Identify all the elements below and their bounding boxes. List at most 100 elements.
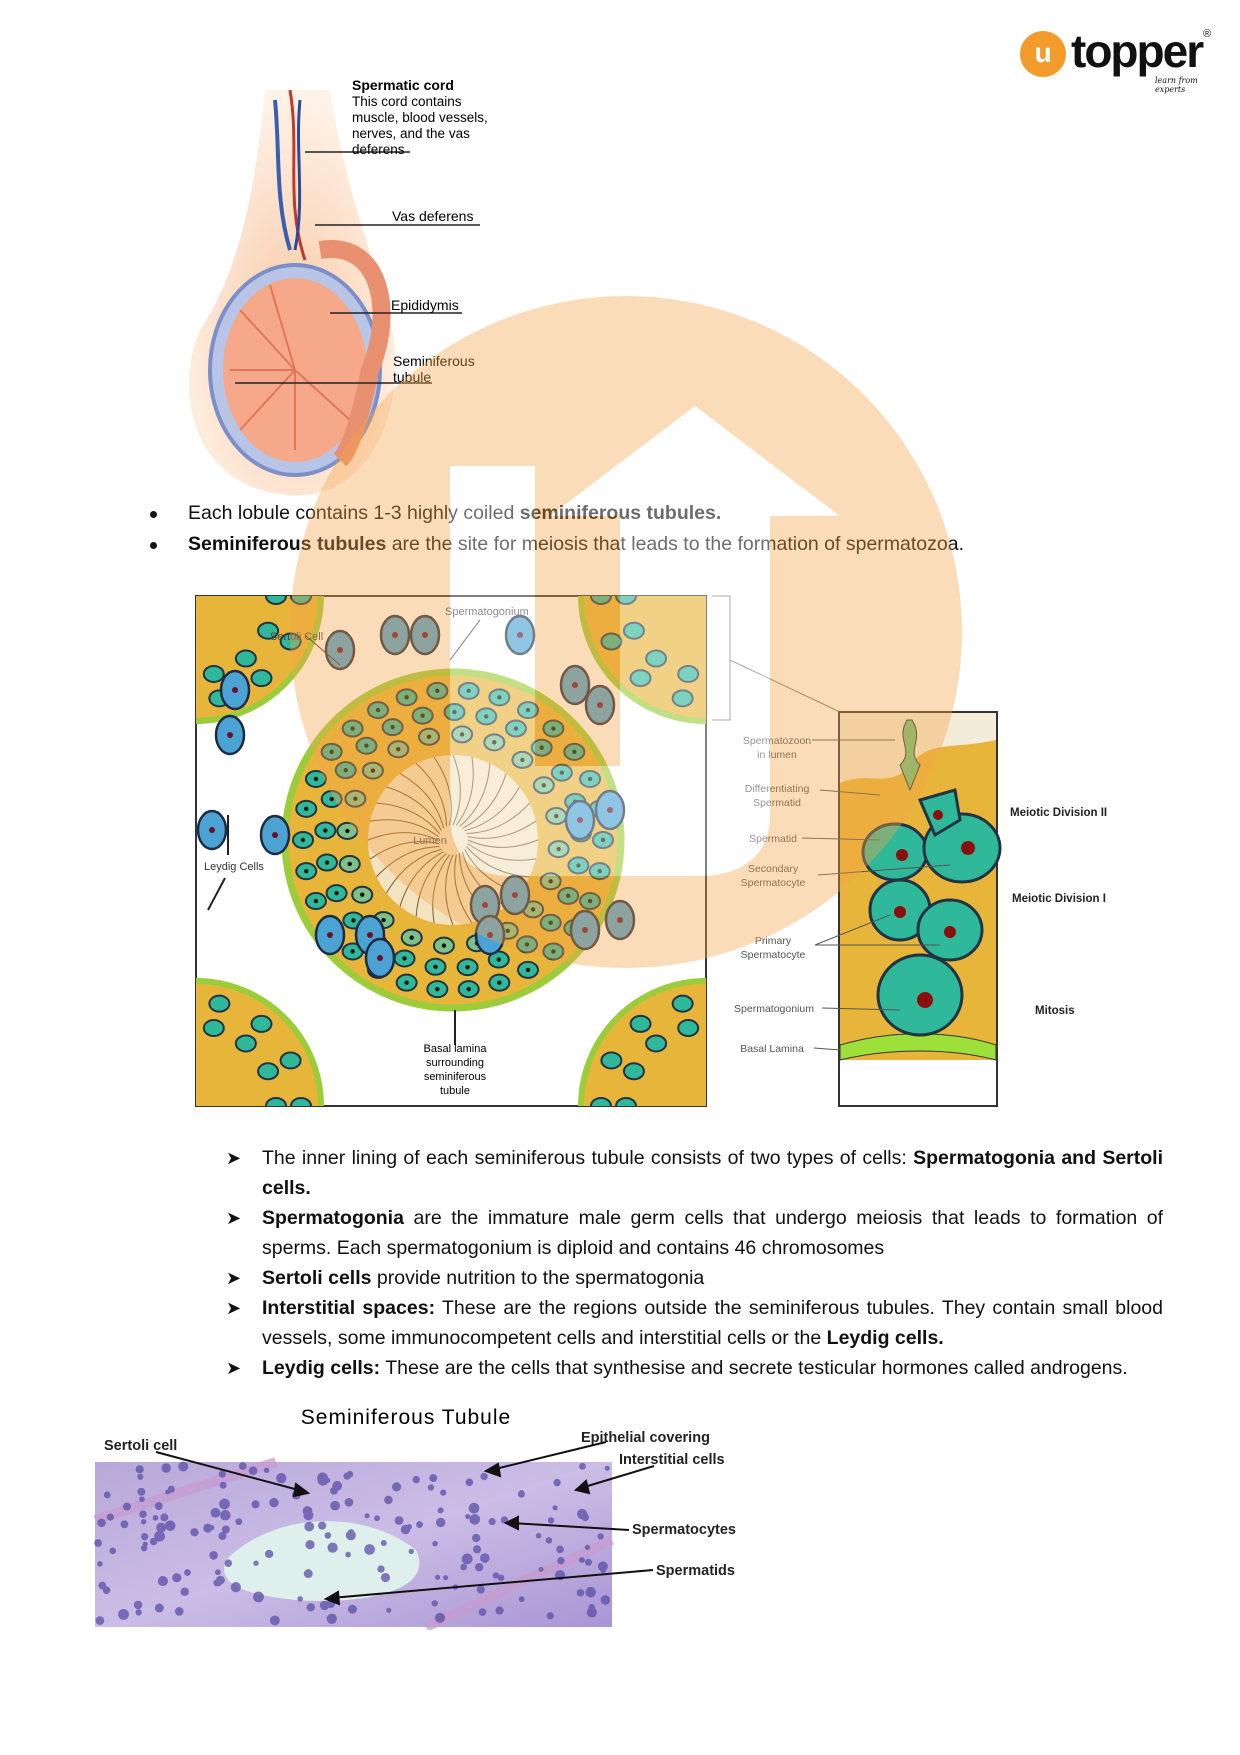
- germ-cell: [714, 1020, 734, 1036]
- germ-cell: [279, 632, 302, 651]
- label-meiotic-1: Meiotic Division I: [1012, 893, 1106, 905]
- arrow-point-list: ➤ The inner lining of each seminiferous t…: [226, 1143, 1163, 1383]
- arrow-point-item: ➤ Interstitial spaces: These are the regi…: [226, 1293, 1163, 1353]
- arrow-point-item: ➤ The inner lining of each seminiferous t…: [226, 1143, 1163, 1203]
- label-meiotic-2: Meiotic Division II: [1010, 807, 1107, 819]
- germ-cell: [600, 632, 623, 651]
- label-cord-desc-1: This cord contains: [352, 94, 462, 109]
- germ-cell: [202, 664, 225, 683]
- germ-cell: [600, 1051, 623, 1070]
- germ-cell: [590, 1097, 612, 1106]
- germ-cell: [590, 596, 612, 605]
- label-lumen: Lumen: [413, 835, 447, 847]
- point-bold: Interstitial spaces:: [262, 1297, 436, 1319]
- germ-cell: [801, 590, 821, 604]
- arrow-point-item: ➤ Leydig cells: These are the cells that …: [226, 1353, 1163, 1383]
- germ-cell: [290, 1097, 312, 1106]
- label-cord-desc-4: deferens: [352, 142, 405, 157]
- label-spermatozoon-1: Spermatozoon: [743, 735, 811, 747]
- label-cord-desc-3: nerves, and the vas: [352, 126, 470, 141]
- arrow-bullet-icon: ➤: [226, 1298, 242, 1318]
- label-secondary-1: Secondary: [748, 863, 799, 875]
- germ-cell: [629, 1014, 652, 1033]
- utopper-logo: u topper ® learn from experts: [1015, 25, 1215, 94]
- label-tubule: tubule: [393, 369, 431, 385]
- arrow-point-item: ➤Sertoli cells provide nutrition to the …: [226, 1263, 1163, 1293]
- arrow-point-item: ➤ Spermatogonia are the immature male ger…: [226, 1203, 1163, 1263]
- germ-cell: [265, 1097, 287, 1106]
- germ-cell: [761, 1016, 781, 1032]
- label-primary-1: Primary: [755, 935, 792, 947]
- seminiferous-tubule-diagram: Sertoli Cell Spermatogonium Lumen Leydig…: [195, 590, 1107, 1114]
- point-bold: Spermatogonia: [262, 1207, 404, 1229]
- bullet-text: are the site for meiosis that leads to t…: [386, 533, 965, 555]
- logo-icon: u: [1020, 31, 1066, 77]
- germ-cell: [719, 690, 739, 706]
- germ-cell: [257, 1062, 280, 1081]
- arrow-bullet-icon: ➤: [226, 1208, 242, 1228]
- germ-cell: [629, 669, 652, 688]
- label-seminiferous: Seminiferous: [393, 353, 475, 369]
- label-mitosis: Mitosis: [1035, 1005, 1075, 1017]
- germ-cell: [265, 596, 287, 605]
- germ-cell: [677, 664, 700, 683]
- germ-cell: [250, 1014, 273, 1033]
- germ-cell: [671, 994, 694, 1013]
- logo-wordmark: topper: [1071, 25, 1204, 77]
- bullet-dot-icon: [150, 511, 157, 518]
- point-bold: Leydig cells:: [262, 1357, 381, 1379]
- label-vas-deferens: Vas deferens: [392, 208, 473, 224]
- bullet-bold: Seminiferous tubules: [188, 533, 387, 555]
- germ-cell: [776, 590, 796, 604]
- label-spermatids: Spermatids: [656, 1563, 735, 1579]
- germ-cell: [615, 1097, 637, 1106]
- germ-cell: [622, 1062, 645, 1081]
- label-leydig: Leydig Cells: [204, 861, 264, 873]
- label-diff-spermatid-2: Spermatid: [753, 797, 801, 809]
- label-diff-spermatid-1: Differentiating: [745, 783, 810, 795]
- germ-cell: [250, 669, 273, 688]
- germ-cell: [746, 651, 766, 667]
- logo-tagline: learn from experts: [1155, 76, 1198, 94]
- germ-cell: [645, 649, 668, 668]
- arrow-bullet-icon: ➤: [226, 1358, 242, 1378]
- label-epithelial-covering: Epithelial covering: [581, 1430, 710, 1446]
- micrograph-figure: Seminiferous Tubule Sertoli cell Epithel…: [93, 1406, 736, 1630]
- germ-cell: [776, 1098, 796, 1114]
- germ-cell: [768, 1063, 788, 1079]
- point-text: These are the cells that synthesise and …: [380, 1357, 1128, 1379]
- bullet-item: Seminiferous tubules are the site for me…: [150, 529, 1150, 560]
- point-bold: Sertoli cells: [262, 1267, 372, 1289]
- label-spermatid: Spermatid: [749, 833, 797, 845]
- germ-cell: [714, 666, 734, 682]
- germ-cell: [768, 623, 788, 639]
- label-spermatic-cord: Spermatic cord: [352, 77, 454, 93]
- label-interstitial-cells: Interstitial cells: [619, 1452, 725, 1468]
- label-primary-2: Spermatocyte: [741, 949, 806, 961]
- label-basal-lamina-3: seminiferous: [424, 1071, 487, 1083]
- label-secondary-2: Spermatocyte: [741, 877, 806, 889]
- point-text: The inner lining of each seminiferous tu…: [262, 1147, 914, 1169]
- arrow-bullet-icon: ➤: [226, 1268, 242, 1288]
- point-text: are the immature male germ cells that un…: [262, 1207, 1163, 1259]
- arrow-bullet-icon: ➤: [226, 1148, 242, 1168]
- germ-cell: [791, 634, 811, 650]
- label-sertoli-cell: Sertoli cell: [104, 1438, 177, 1454]
- bullet-dot-icon: [150, 542, 157, 549]
- label-epididymis: Epididymis: [391, 297, 459, 313]
- germ-cell: [290, 596, 312, 605]
- bullet-list: Each lobule contains 1-3 highly coiled s…: [150, 498, 1150, 560]
- point-text: These are the regions outside the semini…: [262, 1297, 1163, 1349]
- germ-cell: [645, 1034, 668, 1053]
- label-basal-lamina-4: tubule: [440, 1085, 470, 1097]
- germ-cell: [279, 1051, 302, 1070]
- label-spermatocytes: Spermatocytes: [632, 1522, 736, 1538]
- label-sertoli: Sertoli Cell: [270, 631, 323, 643]
- germ-cell: [208, 994, 231, 1013]
- label-cord-desc-2: muscle, blood vessels,: [352, 110, 488, 125]
- label-spermatogonium-left: Spermatogonium: [445, 606, 529, 618]
- germ-cell: [202, 1019, 225, 1038]
- germ-cell: [761, 670, 781, 686]
- germ-cell: [234, 649, 257, 668]
- label-spermatozoon-2: in lumen: [757, 749, 797, 761]
